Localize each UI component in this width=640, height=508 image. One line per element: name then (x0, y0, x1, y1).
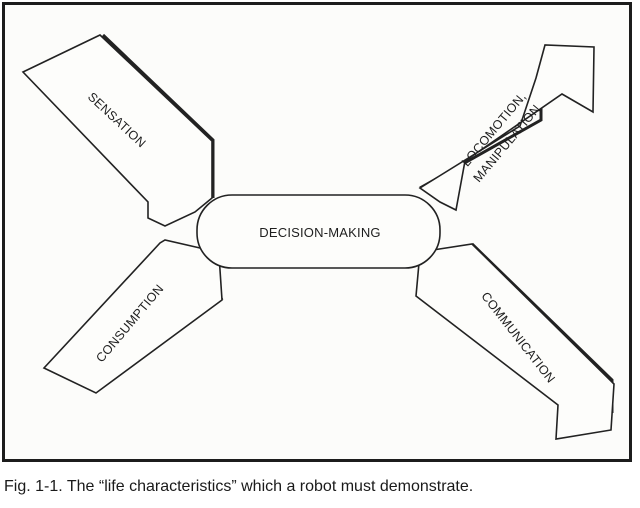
life-characteristics-diagram: SENSATION CONSUMPTION LOCOMOTION, MANIPU… (21, 33, 615, 440)
consumption-arrow: CONSUMPTION (42, 239, 224, 394)
decision-making-node: DECISION-MAKING (196, 194, 441, 269)
figure-caption: Fig. 1-1. The “life characteristics” whi… (4, 478, 474, 495)
locomotion-manipulation-arrow: LOCOMOTION, MANIPULATION (418, 44, 595, 212)
communication-arrow: COMMUNICATION (415, 242, 615, 440)
sensation-arrow: SENSATION (21, 33, 215, 227)
decision-making-label: DECISION-MAKING (259, 225, 380, 240)
